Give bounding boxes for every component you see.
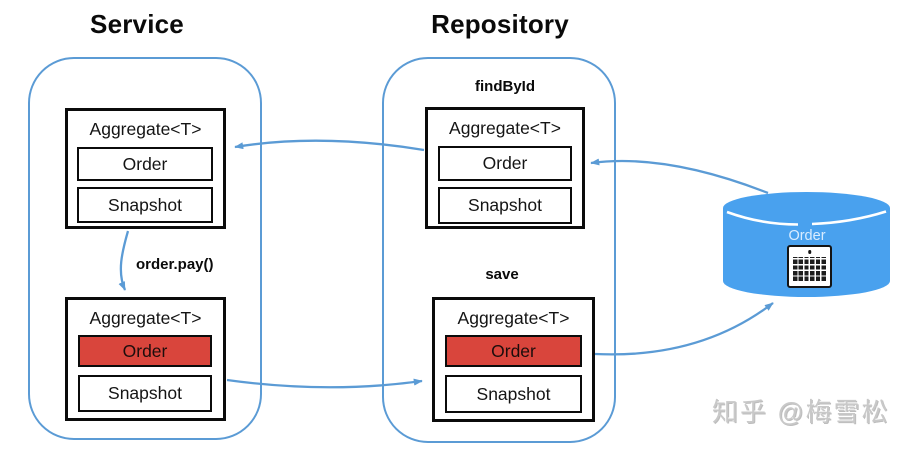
repository-save-snapshot-box: Snapshot (445, 375, 582, 413)
repository-title: Repository (431, 9, 569, 39)
repository-find-snapshot-box: Snapshot (438, 187, 572, 224)
service-panel (28, 57, 262, 440)
repository-panel (382, 57, 616, 443)
service-modified-order-box-highlighted: Order (78, 335, 212, 367)
arrow-repo-save-order-to-database (594, 302, 774, 356)
aggregate-title: Aggregate<T> (89, 308, 202, 328)
cylinder-lid-edge-left (726, 210, 799, 226)
service-loaded-order-box: Order (77, 147, 213, 181)
repository-find-order-box: Order (438, 146, 572, 181)
table-icon-dot (807, 250, 812, 254)
cylinder-lid-edge-right (811, 210, 887, 226)
table-icon-grid (793, 257, 826, 281)
order-pay-label: order.pay() (136, 256, 214, 273)
service-title: Service (90, 9, 184, 39)
findbyid-label: findById (475, 78, 535, 95)
watermark: 知乎 @梅雪松 (712, 397, 890, 427)
save-label: save (485, 266, 519, 283)
aggregate-title: Aggregate<T> (449, 118, 561, 138)
repository-save-order-box-highlighted: Order (445, 335, 582, 367)
database-table-label: Order (788, 228, 826, 244)
table-grid-icon (787, 245, 832, 288)
aggregate-title: Aggregate<T> (457, 308, 570, 328)
arrow-database-to-repo-findbyid (590, 158, 769, 195)
aggregate-title: Aggregate<T> (89, 119, 202, 139)
service-loaded-snapshot-box: Snapshot (77, 187, 213, 223)
service-modified-snapshot-box: Snapshot (78, 375, 212, 412)
